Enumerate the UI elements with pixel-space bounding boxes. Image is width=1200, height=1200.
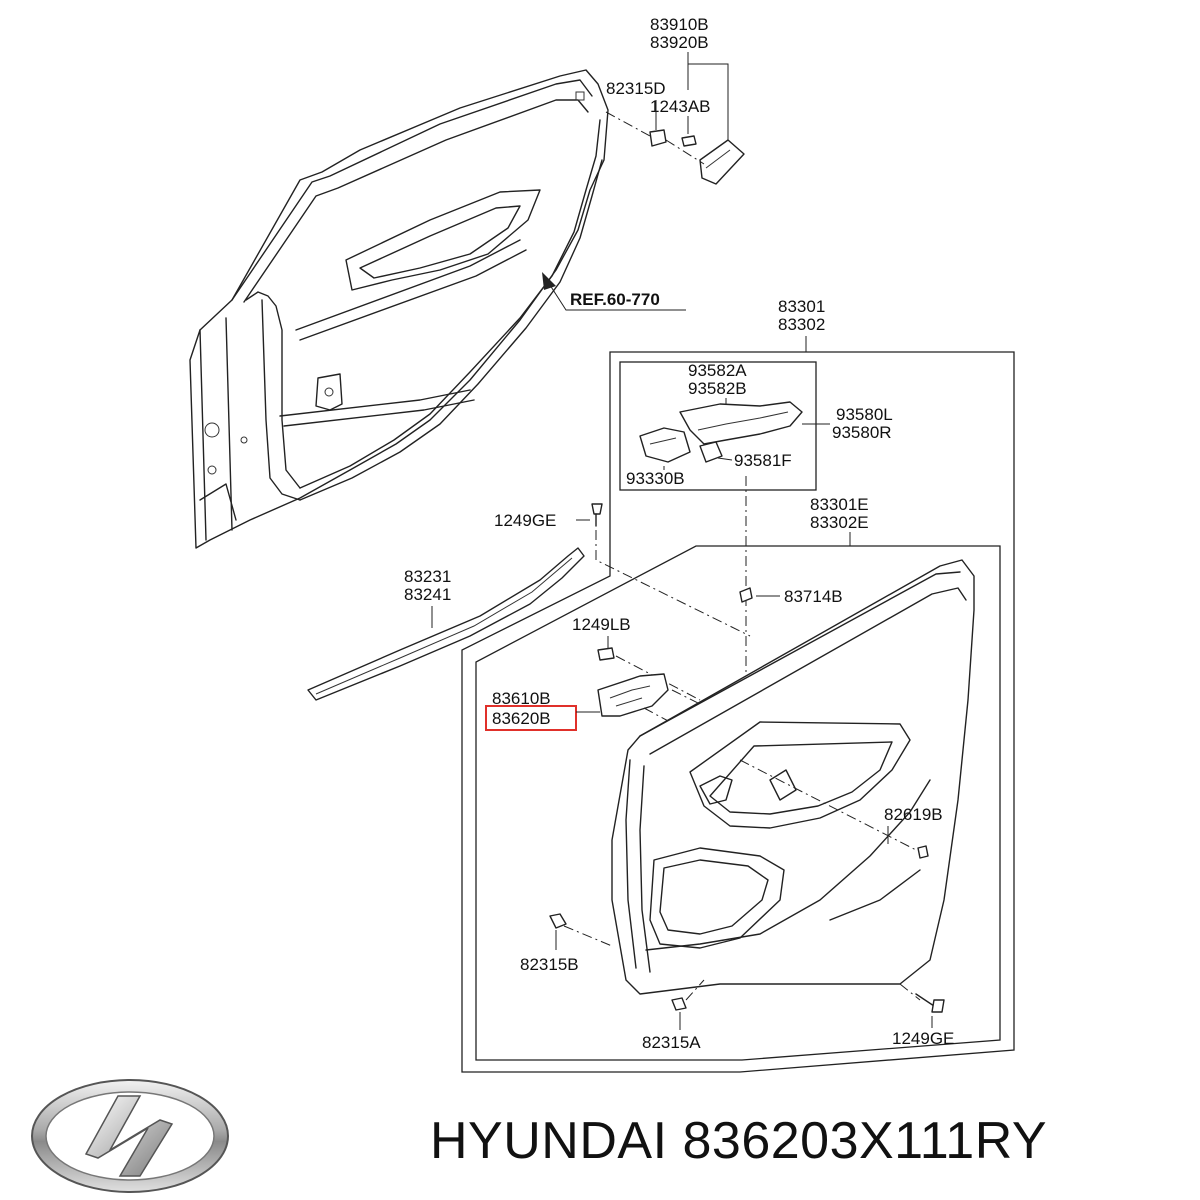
screw-1249GE-bottom-icon bbox=[931, 999, 945, 1013]
callout-83302: 83302 bbox=[778, 315, 825, 334]
inside-handle-icon bbox=[597, 673, 669, 717]
screw-1243AB-icon bbox=[681, 135, 697, 147]
callout-93582B: 93582B bbox=[688, 379, 747, 398]
screw-1249LB-icon bbox=[597, 647, 615, 661]
clip-83714B-icon bbox=[739, 587, 753, 603]
callout-83910B: 83910B bbox=[650, 15, 709, 34]
trim-assembly-frame: 83301 83302 bbox=[461, 297, 1015, 1073]
callout-1249LB: 1249LB bbox=[572, 615, 631, 634]
trim-panel-frame: 83301E 83302E bbox=[475, 495, 1001, 1061]
callout-82619B: 82619B bbox=[884, 805, 943, 824]
callout-83920B: 83920B bbox=[650, 33, 709, 52]
callout-93580R: 93580R bbox=[832, 423, 892, 442]
callout-1249GE-bottom: 1249GE bbox=[892, 1029, 954, 1048]
switch-subassembly: 93582A 93582B 93580L 93580R 93330B 93581… bbox=[619, 361, 893, 736]
screw-1249GE-bottom: 1249GE bbox=[892, 983, 954, 1048]
callout-83610B: 83610B bbox=[492, 689, 551, 708]
clip-82315A: 82315A bbox=[642, 979, 705, 1052]
clip-82315A-icon bbox=[671, 997, 687, 1011]
callout-93581F: 93581F bbox=[734, 451, 792, 470]
clip-82315B-icon bbox=[549, 913, 567, 929]
callout-83620B: 83620B bbox=[492, 709, 551, 728]
door-frame-ref-60-770 bbox=[189, 69, 609, 549]
ref-label: REF.60-770 bbox=[570, 290, 660, 309]
callout-83241: 83241 bbox=[404, 585, 451, 604]
callout-93582A: 93582A bbox=[688, 361, 747, 380]
clip-83714B: 83714B bbox=[739, 587, 843, 606]
callout-82315D: 82315D bbox=[606, 79, 666, 98]
hyundai-logo bbox=[31, 1079, 229, 1193]
callout-93330B: 93330B bbox=[626, 469, 685, 488]
corner-cover-83910B-icon bbox=[699, 139, 745, 185]
window-switch-93330B-icon bbox=[639, 427, 691, 463]
highlight-box bbox=[485, 705, 577, 731]
clip-82619B: 82619B bbox=[739, 759, 943, 859]
clip-82315B: 82315B bbox=[520, 913, 613, 974]
clip-82619B-icon bbox=[917, 845, 929, 859]
callout-83302E: 83302E bbox=[810, 513, 869, 532]
part-number-caption: HYUNDAI 836203X111RY bbox=[430, 1112, 1047, 1170]
trim-panel-icon bbox=[611, 559, 975, 995]
weather-strip-83231: 83231 83241 bbox=[307, 547, 585, 701]
callout-1243AB: 1243AB bbox=[650, 97, 711, 116]
clip-82315D-icon bbox=[649, 129, 667, 147]
screw-1249GE-top-icon bbox=[591, 503, 603, 515]
callout-1249GE-top: 1249GE bbox=[494, 511, 556, 530]
callout-83231: 83231 bbox=[404, 567, 451, 586]
switch-bezel-icon bbox=[679, 401, 803, 445]
callout-83301E: 83301E bbox=[810, 495, 869, 514]
screw-1249GE-top: 1249GE bbox=[494, 503, 751, 637]
callout-82315B: 82315B bbox=[520, 955, 579, 974]
callout-82315A: 82315A bbox=[642, 1033, 701, 1052]
door-trim-panel bbox=[611, 559, 975, 995]
callout-83714B: 83714B bbox=[784, 587, 843, 606]
callout-93580L: 93580L bbox=[836, 405, 893, 424]
corner-cover-group: 83910B 83920B 82315D 1243AB bbox=[605, 15, 745, 185]
ref-pointer: REF.60-770 bbox=[542, 272, 686, 311]
weather-strip-icon bbox=[307, 547, 585, 701]
inside-handle-83620B: 83610B 83620B bbox=[485, 673, 701, 731]
switch-93581F-icon bbox=[699, 441, 723, 463]
callout-83301: 83301 bbox=[778, 297, 825, 316]
